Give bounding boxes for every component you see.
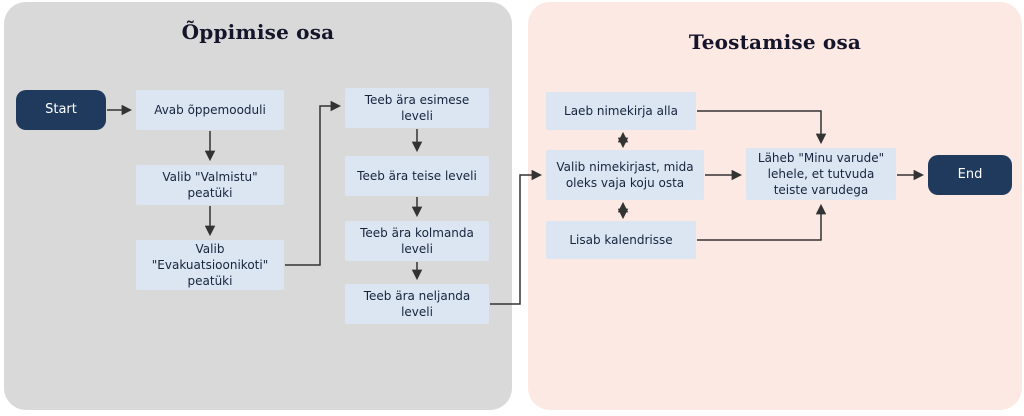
level1-node: Teeb ära esimese leveli — [345, 88, 489, 128]
level2-node: Teeb ära teise leveli — [345, 156, 489, 196]
execution-panel-title: Teostamise osa — [688, 30, 862, 54]
start-node: Start — [16, 90, 106, 130]
level3-node: Teeb ära kolmanda leveli — [345, 221, 489, 261]
go-to-supplies-node: Läheb "Minu varude" lehele, et tutvuda t… — [746, 148, 896, 200]
open-module-node: Avab õppemooduli — [136, 90, 284, 130]
choose-valmistu-node: Valib "Valmistu" peatüki — [136, 165, 284, 205]
choose-evacuation-node: Valib "Evakuatsioonikoti" peatüki — [136, 240, 284, 290]
learning-panel-title: Õppimise osa — [181, 20, 335, 44]
pick-from-list-node: Valib nimekirjast, mida oleks vaja koju … — [546, 150, 704, 200]
level4-node: Teeb ära neljanda leveli — [345, 284, 489, 324]
end-node: End — [928, 155, 1012, 195]
learning-panel: Õppimise osa — [4, 2, 512, 410]
execution-panel: Teostamise osa — [528, 2, 1022, 410]
download-list-node: Laeb nimekirja alla — [546, 92, 696, 130]
add-to-calendar-node: Lisab kalendrisse — [546, 221, 696, 259]
